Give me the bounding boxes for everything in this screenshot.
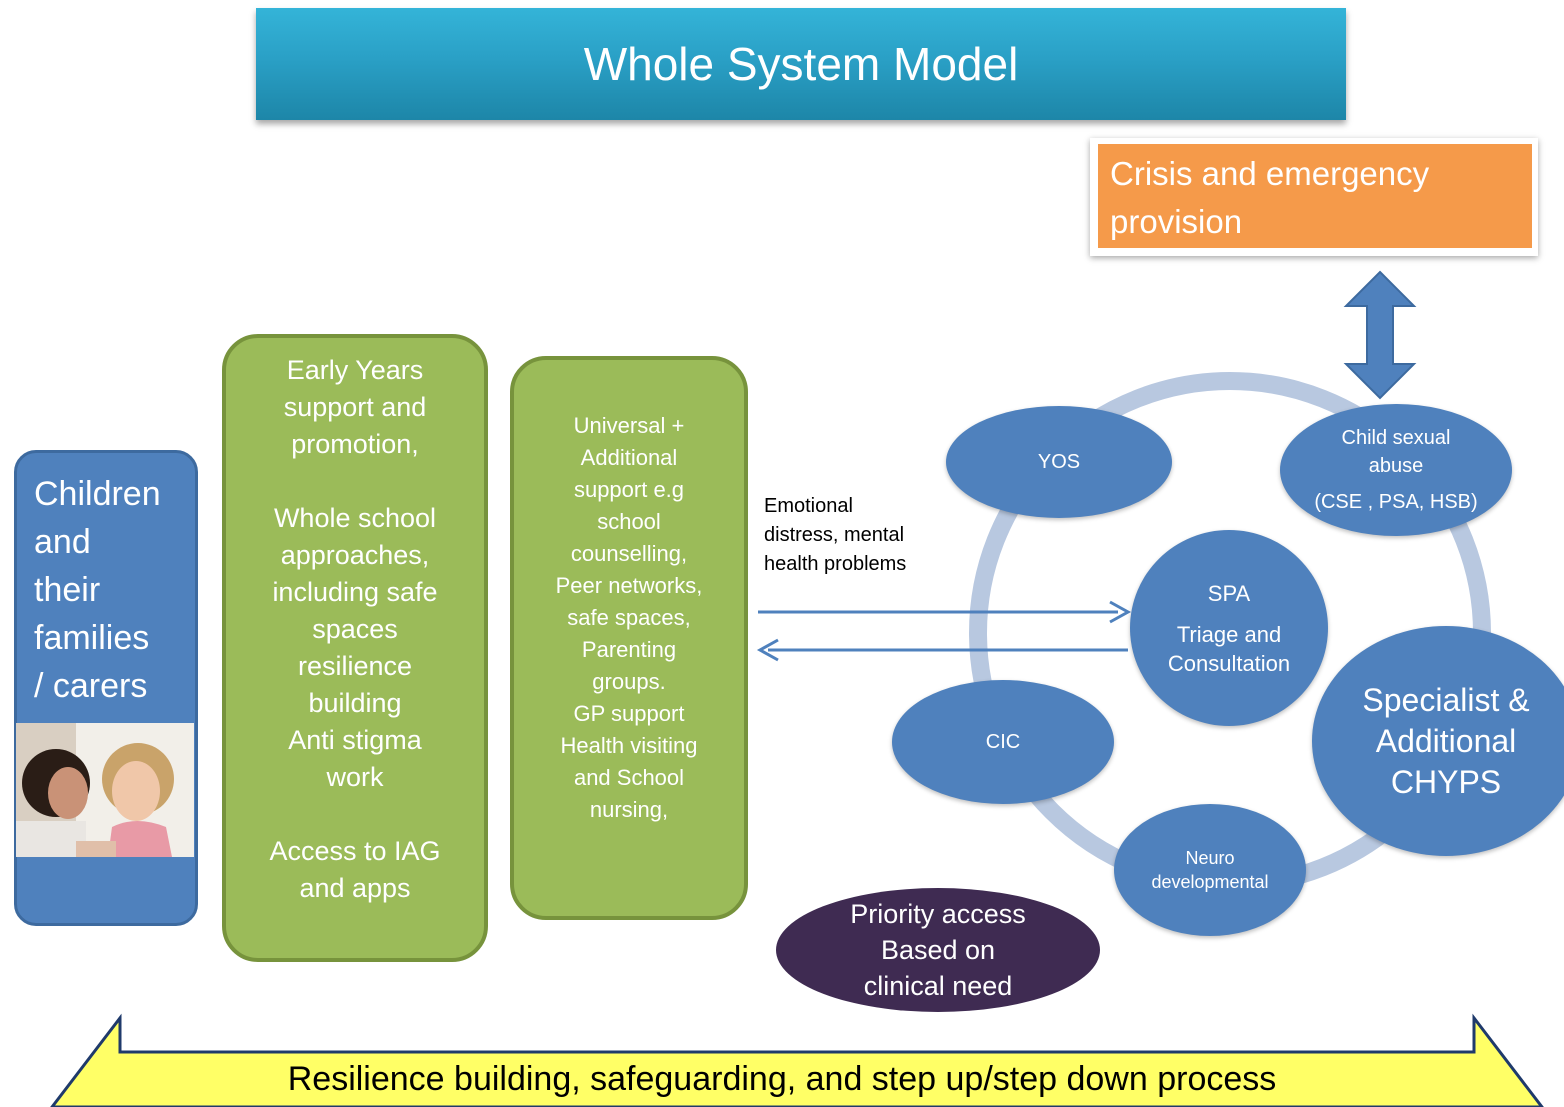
early-years-box [222,334,488,962]
spa-line-2: Triage and [1176,621,1282,647]
cic-label: CIC [985,730,1021,753]
priority-line-3: clinical need [863,971,1013,1001]
title-text: Whole System Model [583,38,1019,90]
priority-line-1: Priority access [850,899,1026,929]
crisis-line-1: Crisis and emergency [1110,155,1430,192]
csa-line-2: abuse [1368,455,1424,477]
spa-oval: SPA Triage and Consultation [1130,530,1328,726]
family-photo [16,723,194,857]
crisis-line-2: provision [1110,203,1243,240]
arrow-to-spa-head [1109,600,1132,624]
early-years-text: Early Years support and promotion, Whole… [269,355,441,903]
yos-label: YOS [1037,450,1081,473]
spa-line-3: Consultation [1167,650,1291,676]
specialist-line-2: Additional [1375,722,1517,759]
priority-line-2: Based on [880,935,996,965]
children-line-4: families [34,619,150,657]
children-line-2: and [34,523,91,561]
csa-line-1: Child sexual [1341,427,1451,449]
neuro-line-2: developmental [1151,872,1269,892]
children-line-1: Children [34,475,161,513]
bottom-arrow-label: Resilience building, safeguarding, and s… [287,1060,1277,1098]
flow-label: Emotional distress, mental health proble… [764,492,964,579]
children-line-3: their [34,571,101,609]
crisis-box: Crisis and emergency provision [1098,144,1532,248]
crisis-double-arrow [1343,270,1417,400]
universal-support-text: Universal + Additional support e.g schoo… [555,413,703,822]
yos-oval: YOS [946,406,1172,518]
neuro-line-1: Neuro [1185,848,1235,868]
children-line-5: / carers [34,667,148,705]
specialist-line-1: Specialist & [1362,681,1530,718]
flow-label-line-3: health problems [764,553,907,575]
children-families-label: Children and their families / carers [34,470,194,710]
child-sexual-abuse-oval: Child sexual abuse (CSE , PSA, HSB) [1280,404,1512,536]
neuro-developmental-oval: Neuro developmental [1114,804,1306,936]
specialist-oval: Specialist & Additional CHYPS [1312,626,1564,856]
cic-oval: CIC [892,680,1114,804]
bottom-double-arrow [50,1013,1544,1107]
universal-support-box [510,356,748,920]
spa-line-1: SPA [1207,580,1251,606]
specialist-line-3: CHYPS [1390,763,1502,800]
priority-access-oval: Priority access Based on clinical need [776,888,1100,1012]
flow-label-line-1: Emotional [764,495,853,517]
flow-label-line-2: distress, mental [764,524,905,546]
title-banner: Whole System Model [256,8,1346,120]
arrow-from-spa-head [756,638,779,662]
csa-line-3: (CSE , PSA, HSB) [1314,491,1478,513]
